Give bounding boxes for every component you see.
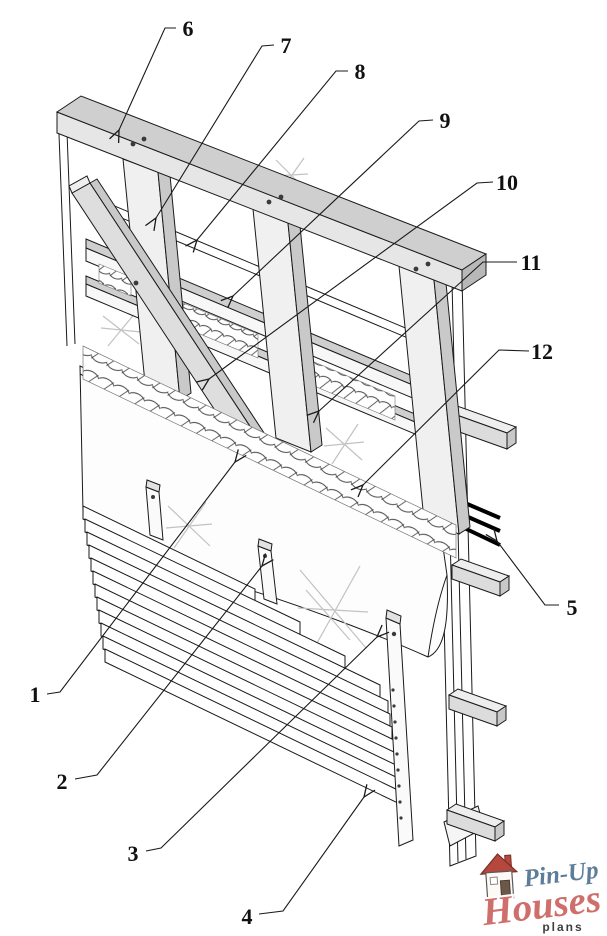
callout-label-9: 9 xyxy=(440,108,451,133)
leader-10 xyxy=(209,181,494,379)
brace-screw xyxy=(133,280,139,286)
batten-right-2 xyxy=(450,558,511,597)
insulation-rope-main xyxy=(82,345,457,559)
callout-numbers: 1 2 3 4 5 6 7 8 9 10 11 12 xyxy=(30,16,578,929)
membrane-curl xyxy=(427,574,448,658)
callout-label-10: 10 xyxy=(496,170,518,195)
batten-right-3 xyxy=(447,688,508,727)
leader-3 xyxy=(145,637,377,852)
callout-label-6: 6 xyxy=(183,16,194,41)
leader-4 xyxy=(258,797,364,915)
callout-label-11: 11 xyxy=(521,250,542,275)
leader-2 xyxy=(74,566,262,780)
wall-left-end-edge xyxy=(58,131,76,347)
siding-boards xyxy=(82,505,403,806)
callout-leaders xyxy=(46,27,559,915)
callout-label-5: 5 xyxy=(567,595,578,620)
callout-label-8: 8 xyxy=(355,59,366,84)
crease-marks-membrane xyxy=(165,501,369,653)
board-end-screws xyxy=(391,688,403,820)
batten-front-right xyxy=(385,609,414,847)
leader-12 xyxy=(363,349,530,485)
leader-8 xyxy=(197,70,348,240)
top-plate xyxy=(55,95,488,292)
callout-label-2: 2 xyxy=(57,769,68,794)
leader-9 xyxy=(233,119,434,296)
callout-label-12: 12 xyxy=(531,339,553,364)
batten-right-4 xyxy=(445,803,506,842)
leader-7 xyxy=(156,44,275,218)
leader-1 xyxy=(46,462,235,695)
batten-front-left xyxy=(145,479,164,541)
callout-label-3: 3 xyxy=(128,841,139,866)
house-icon xyxy=(479,853,519,901)
leader-6 xyxy=(119,27,176,130)
callout-label-7: 7 xyxy=(281,33,292,58)
leader-11 xyxy=(319,261,517,411)
callout-label-1: 1 xyxy=(30,682,41,707)
logo-text-plans: plans xyxy=(542,920,583,934)
callout-label-4: 4 xyxy=(242,904,253,929)
brand-logo: Pin-Up Houses plans xyxy=(477,853,605,936)
leader-5 xyxy=(497,541,559,606)
